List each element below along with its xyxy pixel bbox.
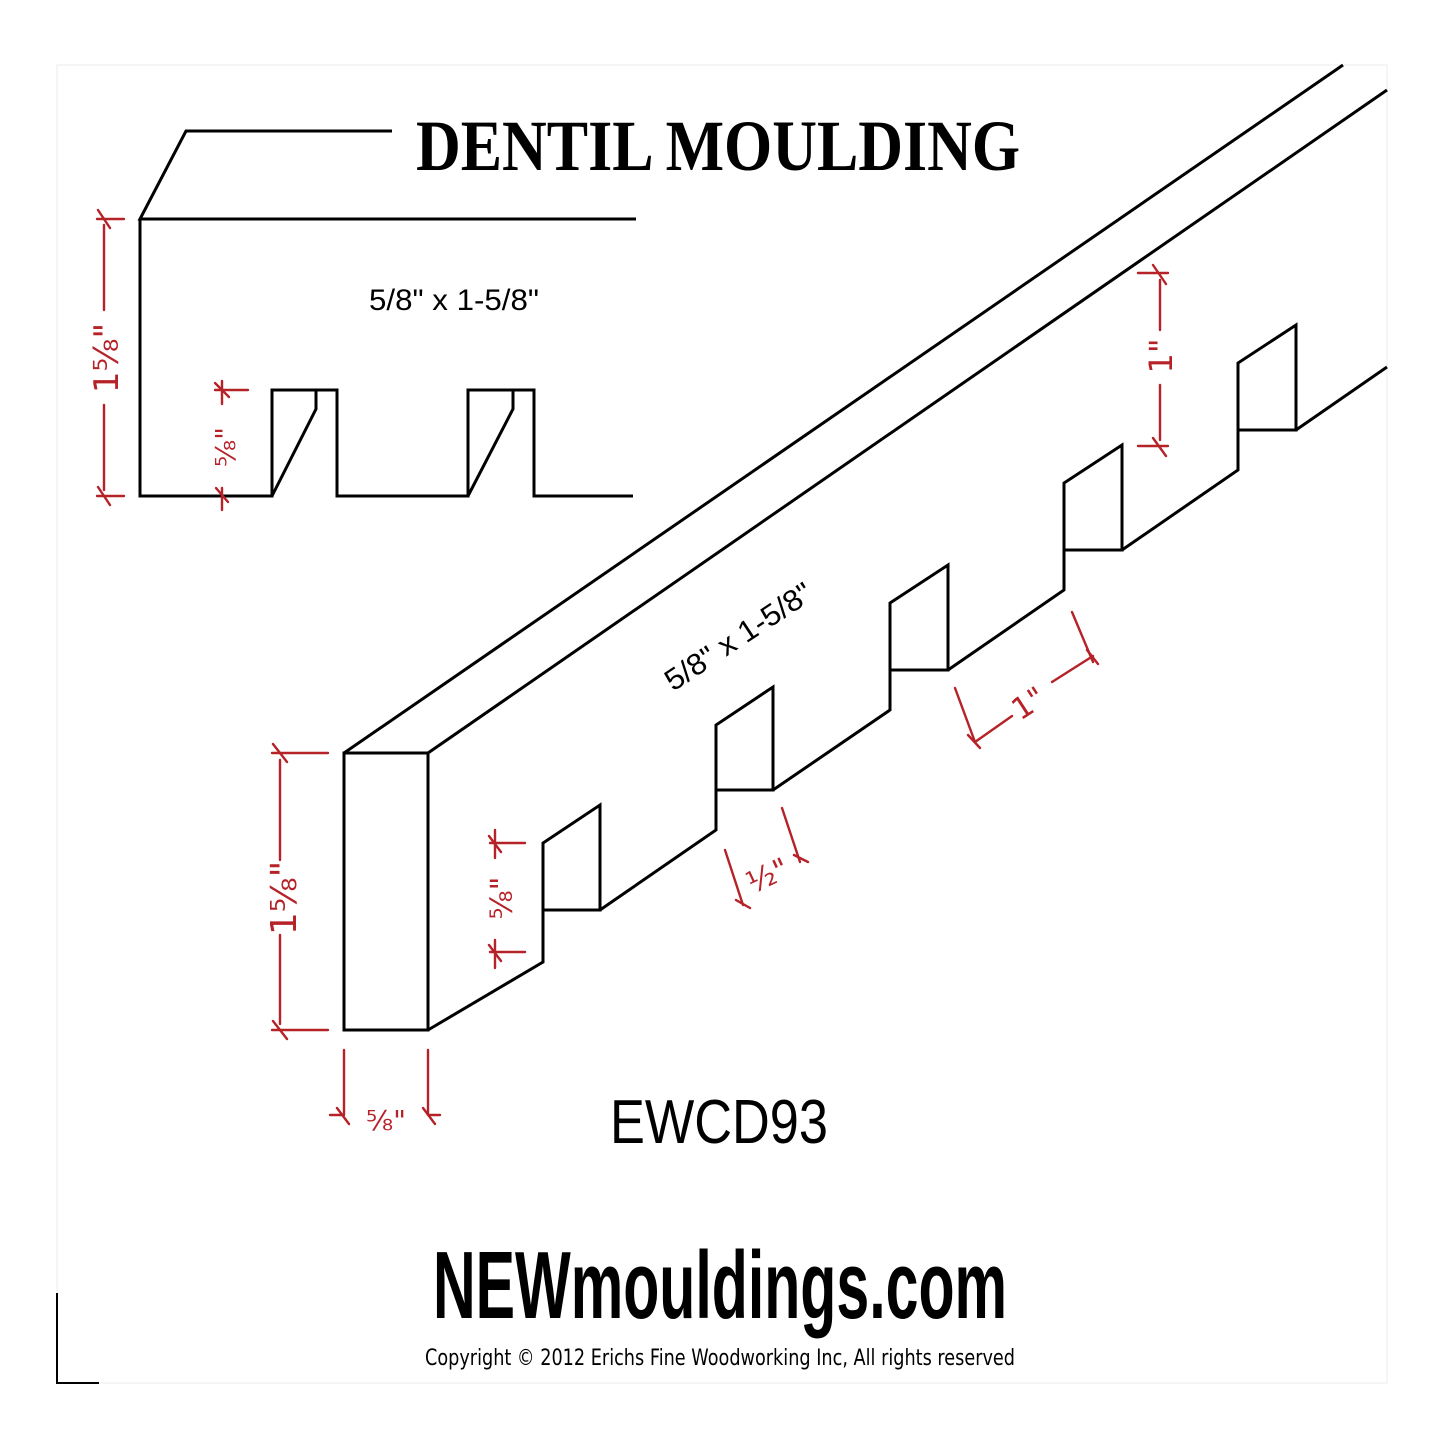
profile-top-edge: [137, 129, 636, 221]
iso-block-width-dimension: 1": [953, 610, 1100, 750]
iso-gap-label: ½": [741, 851, 795, 901]
iso-height-dimension: 1⅝": [264, 742, 330, 1041]
model-number: EWCD93: [610, 1088, 828, 1157]
corner-mark: [56, 1293, 99, 1384]
iso-dentil-depth-label: ⅝": [485, 877, 520, 920]
iso-dentil-edge: [427, 322, 1388, 1032]
iso-block-width-label: 1": [1006, 680, 1053, 727]
iso-dentil-depth-dimension: ⅝": [485, 828, 527, 970]
iso-block-height-dimension: 1": [1136, 263, 1180, 458]
iso-thickness-dimension: ⅝": [328, 1048, 442, 1137]
profile-view: 5/8" x 1-5/8" 1⅝" ⅝": [87, 129, 636, 512]
profile-outline: [138, 219, 633, 498]
copyright-notice: Copyright © 2012 Erichs Fine Woodworking…: [425, 1346, 1015, 1371]
isometric-view: 5/8" x 1-5/8" 1⅝" ⅝" ⅝" ½" 1": [264, 63, 1388, 1137]
page-title: DENTIL MOULDING: [416, 106, 1020, 186]
iso-block-height-label: 1": [1142, 338, 1180, 373]
profile-dentil-depth-dimension: ⅝": [209, 379, 250, 512]
brand-website: NEWmouldings.com: [433, 1232, 1007, 1339]
iso-top-back-edge: [343, 63, 1344, 755]
profile-dentil-depth-label: ⅝": [209, 427, 242, 467]
profile-height-dimension: 1⅝": [87, 208, 127, 507]
profile-dentil-bevel-2: [466, 390, 515, 497]
profile-spec-label: 5/8" x 1-5/8": [369, 284, 539, 317]
iso-top-front-edge: [427, 88, 1388, 755]
iso-end-face: [342, 751, 430, 1032]
page-frame: [56, 64, 1388, 1384]
profile-height-label: 1⅝": [87, 323, 127, 393]
profile-dentil-bevel-1: [270, 390, 318, 497]
iso-spec-label: 5/8" x 1-5/8": [659, 576, 819, 697]
iso-gap-dimension: ½": [723, 806, 810, 910]
iso-thickness-label: ⅝": [366, 1104, 406, 1137]
iso-height-label: 1⅝": [264, 861, 305, 935]
